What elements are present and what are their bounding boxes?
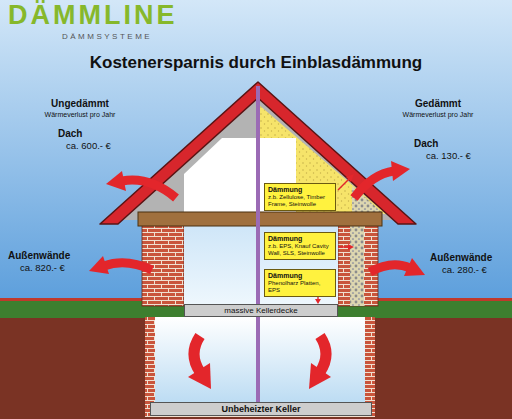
box-body: z.b. Zellulose, Timber Frame, Steinwolle [268, 194, 332, 208]
roof-insulation [258, 104, 386, 214]
insulation-box: Dämmungz.b. EPS, Knauf Cavity Wall, SLS,… [264, 232, 336, 260]
lawn [0, 301, 512, 318]
box-body: z.b. EPS, Knauf Cavity Wall, SLS, Steinw… [268, 243, 332, 257]
column-subheading: Wärmeverlust pro Jahr [45, 111, 116, 119]
arrow-head [309, 363, 331, 389]
box-heading: Dämmung [268, 235, 332, 243]
arrow-head [391, 161, 410, 181]
outer-wall-left [142, 214, 184, 306]
arrow-head [89, 256, 109, 274]
brand-subline: DÄMMSYSTEME [62, 32, 152, 41]
column-heading: Ungedämmt [51, 98, 109, 110]
heat-loss-arrow [122, 180, 176, 198]
cost-value: ca. 600.- € [66, 141, 111, 152]
heat-loss-arrow [194, 336, 200, 372]
cost-value: ca. 280.- € [442, 265, 487, 276]
cavity-insulation [350, 214, 364, 306]
brand-logo: DÄMMLINE [8, 0, 177, 31]
box-body: Phenolharz Platten, EPS [268, 280, 332, 294]
leader-head [346, 174, 354, 182]
heat-loss-arrow [354, 171, 394, 198]
heat-loss-arrow [104, 263, 152, 270]
cost-value: ca. 820.- € [20, 263, 65, 274]
chimney-pipe [256, 86, 260, 402]
ceiling-band: massive Kellerdecke [184, 304, 338, 317]
band-label: massive Kellerdecke [224, 306, 297, 315]
column-subheading: Wärmeverlust pro Jahr [403, 111, 474, 119]
leader-arrow [338, 178, 350, 190]
part-name: Dach [414, 138, 438, 150]
box-heading: Dämmung [268, 272, 332, 280]
cost-value: ca. 130.- € [426, 151, 471, 162]
diagram-title: Kostenersparnis durch Einblasdämmung [0, 53, 512, 73]
insulation-box: DämmungPhenolharz Platten, EPS [264, 269, 336, 297]
ground-floor-room [184, 226, 338, 305]
arrow-head [188, 363, 211, 389]
arrow-head [404, 258, 425, 276]
column-heading: Gedämmt [415, 98, 461, 110]
heat-loss-arrow [320, 336, 326, 372]
arrow-head [106, 171, 126, 191]
insulation-box: Dämmungz.b. Zellulose, Timber Frame, Ste… [264, 183, 336, 211]
outer-wall-right [338, 214, 378, 306]
band-label: Unbeheizter Keller [221, 404, 300, 414]
cellar-band: Unbeheizter Keller [150, 402, 372, 416]
part-name: Außenwände [8, 250, 70, 262]
leader-arrow [338, 246, 349, 247]
leader-head [348, 244, 354, 250]
heat-loss-arrow [370, 265, 410, 272]
part-name: Außenwände [430, 252, 492, 264]
part-name: Dach [58, 128, 82, 140]
box-heading: Dämmung [268, 186, 332, 194]
